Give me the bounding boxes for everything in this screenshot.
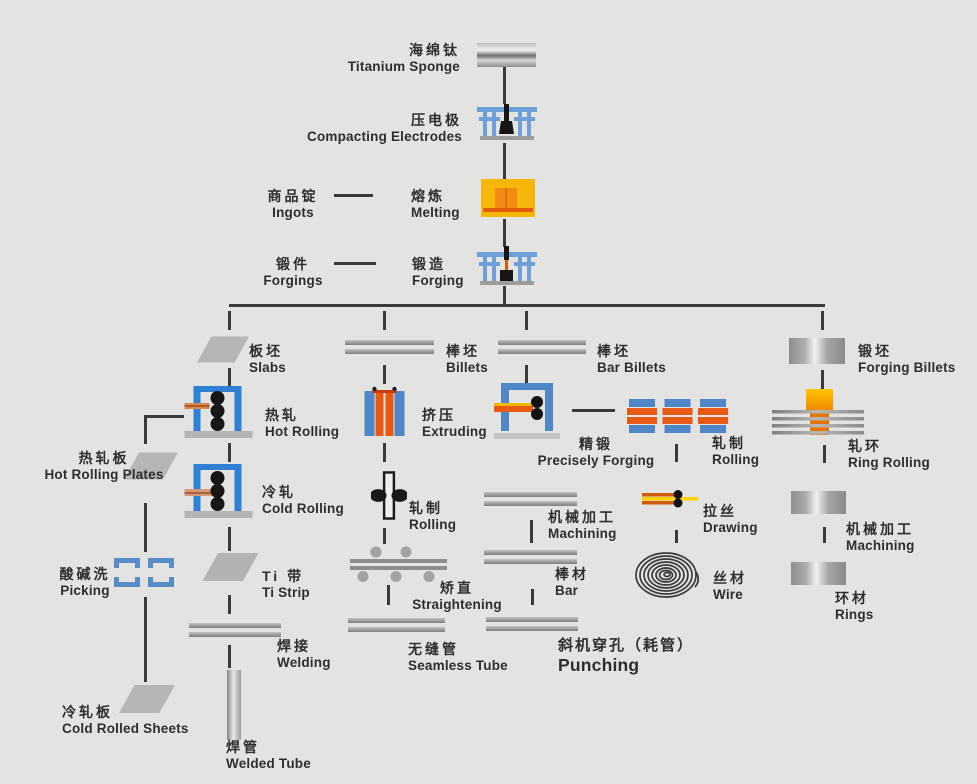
titanium-sponge-icon xyxy=(477,43,536,67)
connector xyxy=(675,530,678,543)
connector xyxy=(334,262,376,265)
ring-cylinder-icon xyxy=(791,562,846,585)
connector xyxy=(229,304,825,307)
connector xyxy=(147,415,184,418)
connector xyxy=(228,311,231,330)
forging-billet-cylinder-icon xyxy=(789,338,845,364)
connector xyxy=(383,443,386,462)
welded-tube-icon xyxy=(227,670,241,740)
connector xyxy=(383,311,386,330)
connector xyxy=(821,311,824,330)
connector xyxy=(531,589,534,605)
connector xyxy=(228,527,231,551)
billet-bars-icon xyxy=(498,340,586,358)
forging-press-icon xyxy=(477,246,537,293)
tube-rolling-icon xyxy=(369,471,409,525)
extrusion-die-icon xyxy=(364,386,405,443)
connector xyxy=(383,365,386,384)
connector xyxy=(821,370,824,389)
connector xyxy=(144,597,147,682)
connector xyxy=(675,444,678,462)
connector xyxy=(503,219,506,247)
machining-bars-icon xyxy=(484,492,577,510)
ring-rolling-mill-icon xyxy=(772,389,864,444)
pickling-tanks-icon xyxy=(114,558,174,594)
seamless-tube-bars-icon xyxy=(348,618,445,636)
electrode-press-icon xyxy=(477,104,537,149)
connector xyxy=(525,311,528,330)
cold-rolling-mill-icon xyxy=(184,464,253,525)
connector xyxy=(228,595,231,614)
wire-coil-icon xyxy=(634,550,700,605)
connector xyxy=(503,67,506,104)
punching-bars-icon xyxy=(486,617,578,635)
connector xyxy=(823,445,826,463)
connector xyxy=(530,520,533,543)
drawing-die-icon xyxy=(642,489,698,514)
sheet-parallelogram-icon xyxy=(119,684,175,719)
connector xyxy=(228,368,231,386)
label-punching: 斜机穿孔（耗管）Punching xyxy=(558,637,695,675)
strip-parallelogram-icon xyxy=(202,553,259,586)
connector xyxy=(228,443,231,462)
ring-cylinder-icon xyxy=(791,491,846,514)
connector xyxy=(823,527,826,543)
connector xyxy=(572,409,615,412)
plate-parallelogram-icon xyxy=(124,452,178,485)
hot-rolling-mill-icon xyxy=(184,386,253,445)
bar-stock-bars-icon xyxy=(484,550,577,568)
rolling-stands-icon xyxy=(627,399,728,438)
connector xyxy=(228,645,231,668)
precision-forge-icon xyxy=(494,383,560,445)
connector xyxy=(503,143,506,179)
welding-bars-icon xyxy=(189,623,281,641)
connector xyxy=(383,528,386,544)
connector xyxy=(144,503,147,552)
connector xyxy=(144,415,147,444)
slab-parallelogram-icon xyxy=(197,336,249,368)
straightener-icon xyxy=(348,544,448,589)
connector xyxy=(503,286,506,305)
melting-furnace-icon xyxy=(481,179,535,224)
connector xyxy=(387,585,390,605)
connector xyxy=(334,194,373,197)
connector xyxy=(525,365,528,383)
billet-bars-icon xyxy=(345,340,434,358)
